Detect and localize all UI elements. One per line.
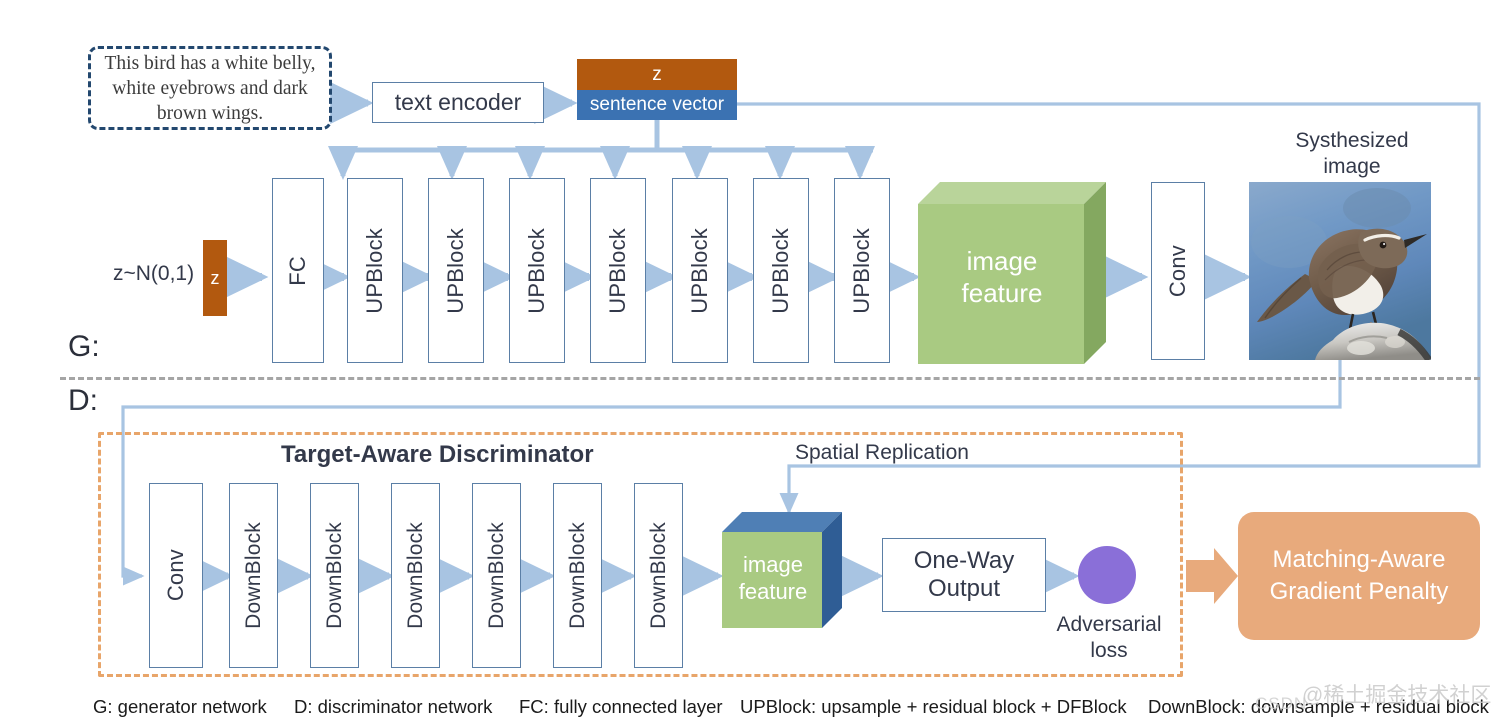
upblock-1[interactable]: UPBlock	[347, 178, 403, 363]
generator-discriminator-divider	[60, 377, 1480, 380]
legend-item-generator: G: generator network	[93, 696, 267, 717]
legend-item-upblock: UPBlock: upsample + residual block + DFB…	[740, 696, 1127, 717]
adversarial-loss-line2: loss	[1090, 639, 1128, 662]
conv-label: Conv	[1165, 244, 1190, 298]
conv-label: Conv	[163, 549, 188, 602]
one-way-output-line2: Output	[927, 575, 1001, 602]
synthesized-image-caption: Systhesized image	[1262, 128, 1442, 180]
one-way-output-line1: One-Way	[913, 547, 1015, 574]
synthesized-bird-image	[1249, 182, 1431, 360]
legend-item-discriminator: D: discriminator network	[294, 696, 493, 717]
upblock-7[interactable]: UPBlock	[834, 178, 890, 363]
generator-section-label: G:	[68, 330, 100, 363]
caption-prompt-box: This bird has a white belly, white eyebr…	[88, 46, 332, 130]
sentence-vector-z-chip: z	[577, 59, 737, 90]
spatial-replication-label: Spatial Replication	[795, 441, 969, 464]
upblock-2[interactable]: UPBlock	[428, 178, 484, 363]
generator-image-feature-cube: image feature	[918, 182, 1106, 364]
legend-item-downblock: DownBlock: downsample + residual block	[1148, 696, 1489, 717]
downblock-label: DownBlock	[241, 522, 265, 629]
upblock-4[interactable]: UPBlock	[590, 178, 646, 363]
sentence-vector-label: sentence vector	[589, 94, 725, 115]
upblock-label: UPBlock	[362, 227, 387, 314]
watermark-secondary: CSDN	[1255, 694, 1308, 713]
discriminator-conv-block[interactable]: Conv	[149, 483, 203, 668]
synthesized-caption-line2: image	[1323, 155, 1381, 178]
noise-z-chip: z	[203, 240, 227, 316]
discriminator-image-feature-cube: image feature	[722, 512, 842, 628]
upblock-label: UPBlock	[524, 227, 549, 314]
upblock-3[interactable]: UPBlock	[509, 178, 565, 363]
text-encoder-label: text encoder	[394, 89, 522, 115]
fc-block[interactable]: FC	[272, 178, 324, 363]
text-encoder-box[interactable]: text encoder	[372, 82, 544, 123]
generator-conv-block[interactable]: Conv	[1151, 182, 1205, 360]
sentence-vector-box: sentence vector	[577, 90, 737, 120]
penalty-line1: Matching-Aware	[1272, 546, 1446, 573]
upblock-label: UPBlock	[605, 227, 630, 314]
downblock-label: DownBlock	[646, 522, 670, 629]
downblock-label: DownBlock	[403, 522, 427, 629]
discriminator-frame	[98, 432, 1183, 677]
bird-illustration	[1249, 182, 1431, 360]
noise-z-label: z	[210, 267, 220, 288]
adversarial-loss-node	[1078, 546, 1136, 604]
caption-prompt-text: This bird has a white belly, white eyebr…	[104, 52, 316, 124]
downblock-label: DownBlock	[322, 522, 346, 629]
discriminator-title: Target-Aware Discriminator	[281, 441, 594, 468]
upblock-label: UPBlock	[768, 227, 793, 314]
discriminator-section-label: D:	[68, 384, 98, 417]
synthesized-caption-line1: Systhesized	[1295, 129, 1409, 152]
upblock-6[interactable]: UPBlock	[753, 178, 809, 363]
adversarial-loss-line1: Adversarial	[1056, 613, 1162, 636]
matching-aware-gradient-penalty-box[interactable]: Matching-Aware Gradient Penalty	[1238, 512, 1480, 640]
legend-item-fc: FC: fully connected layer	[519, 696, 723, 717]
fc-label: FC	[285, 255, 310, 286]
upblock-label: UPBlock	[443, 227, 468, 314]
upblock-label: UPBlock	[687, 227, 712, 314]
downblock-5[interactable]: DownBlock	[553, 483, 602, 668]
downblock-6[interactable]: DownBlock	[634, 483, 683, 668]
noise-distribution-label: z~N(0,1)	[113, 262, 195, 285]
penalty-line2: Gradient Penalty	[1269, 578, 1449, 605]
downblock-label: DownBlock	[565, 522, 589, 629]
watermark-text: @稀土掘金技术社区	[1302, 684, 1492, 707]
cube-shape	[918, 182, 1106, 364]
downblock-3[interactable]: DownBlock	[391, 483, 440, 668]
one-way-output-box[interactable]: One-Way Output	[882, 538, 1046, 612]
upblock-5[interactable]: UPBlock	[672, 178, 728, 363]
downblock-label: DownBlock	[484, 522, 508, 629]
downblock-4[interactable]: DownBlock	[472, 483, 521, 668]
upblock-label: UPBlock	[849, 227, 874, 314]
adversarial-loss-label: Adversarial loss	[1042, 612, 1176, 664]
downblock-2[interactable]: DownBlock	[310, 483, 359, 668]
downblock-1[interactable]: DownBlock	[229, 483, 278, 668]
sentence-vector-z-label: z	[652, 63, 662, 85]
cube-shape	[722, 512, 842, 628]
